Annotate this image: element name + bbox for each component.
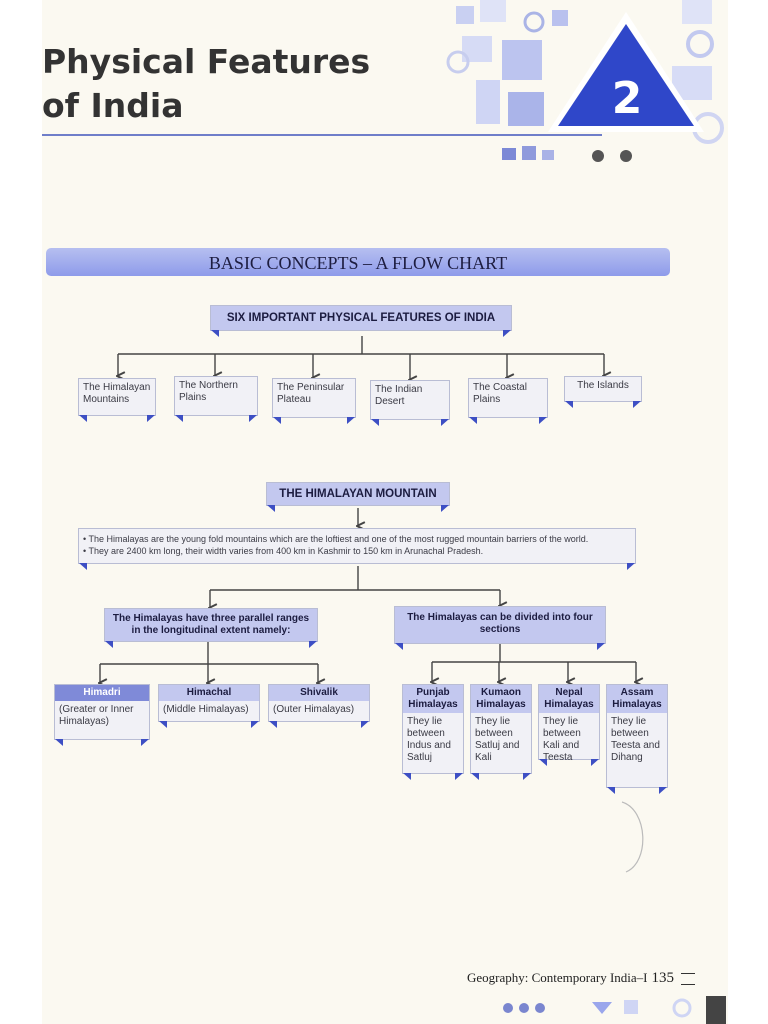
range-box: Himadri (Greater or Inner Himalayas) bbox=[54, 684, 150, 740]
fact-item: • The Himalayas are the young fold mount… bbox=[83, 533, 631, 545]
feature-box: The Northern Plains bbox=[174, 376, 258, 416]
features-title-box: SIX IMPORTANT PHYSICAL FEATURES OF INDIA bbox=[210, 305, 512, 331]
section-name: Kumaon Himalayas bbox=[471, 685, 531, 713]
feature-label: The Coastal Plains bbox=[469, 379, 547, 409]
range-name: Himachal bbox=[159, 685, 259, 701]
section-desc: They lie between Satluj and Kali bbox=[471, 713, 531, 767]
section-box: Punjab Himalayas They lie between Indus … bbox=[402, 684, 464, 774]
range-name: Himadri bbox=[55, 685, 149, 701]
range-box: Shivalik (Outer Himalayas) bbox=[268, 684, 370, 722]
fact-text: They are 2400 km long, their width varie… bbox=[89, 546, 484, 556]
fact-item: • They are 2400 km long, their width var… bbox=[83, 545, 631, 557]
menu-lines-icon bbox=[681, 973, 695, 985]
feature-label: The Himalayan Mountains bbox=[79, 379, 155, 409]
range-box: Himachal (Middle Himalayas) bbox=[158, 684, 260, 722]
himalaya-title: THE HIMALAYAN MOUNTAIN bbox=[267, 483, 449, 503]
footer-book-title: Geography: Contemporary India–I bbox=[467, 970, 648, 985]
section-box: Kumaon Himalayas They lie between Satluj… bbox=[470, 684, 532, 774]
section-name: Assam Himalayas bbox=[607, 685, 667, 713]
feature-label: The Islands bbox=[565, 377, 641, 395]
himalaya-facts-box: • The Himalayas are the young fold mount… bbox=[78, 528, 636, 564]
range-desc: (Outer Himalayas) bbox=[269, 701, 369, 719]
ranges-heading-box: The Himalayas have three parallel ranges… bbox=[104, 608, 318, 642]
features-title: SIX IMPORTANT PHYSICAL FEATURES OF INDIA bbox=[211, 306, 511, 327]
flow-connectors bbox=[42, 0, 728, 1024]
feature-box: The Indian Desert bbox=[370, 380, 450, 420]
ranges-heading: The Himalayas have three parallel ranges… bbox=[105, 609, 317, 640]
feature-box: The Coastal Plains bbox=[468, 378, 548, 418]
page-footer: Geography: Contemporary India–I 135 bbox=[467, 970, 695, 987]
feature-label: The Indian Desert bbox=[371, 381, 449, 411]
feature-label: The Northern Plains bbox=[175, 377, 257, 407]
feature-box: The Himalayan Mountains bbox=[78, 378, 156, 416]
sections-heading: The Himalayas can be divided into four s… bbox=[395, 607, 605, 639]
section-box: Nepal Himalayas They lie between Kali an… bbox=[538, 684, 600, 760]
section-desc: They lie between Indus and Satluj bbox=[403, 713, 463, 767]
textbook-page: 2 Physical Features of India BASIC CONCE… bbox=[42, 0, 728, 1024]
section-desc: They lie between Teesta and Dihang bbox=[607, 713, 667, 767]
feature-box: The Islands bbox=[564, 376, 642, 402]
range-name: Shivalik bbox=[269, 685, 369, 701]
range-desc: (Middle Himalayas) bbox=[159, 701, 259, 719]
feature-label: The Peninsular Plateau bbox=[273, 379, 355, 409]
section-box: Assam Himalayas They lie between Teesta … bbox=[606, 684, 668, 788]
page-number: 135 bbox=[652, 970, 675, 986]
section-desc: They lie between Kali and Teesta bbox=[539, 713, 599, 767]
section-name: Punjab Himalayas bbox=[403, 685, 463, 713]
feature-box: The Peninsular Plateau bbox=[272, 378, 356, 418]
range-desc: (Greater or Inner Himalayas) bbox=[55, 701, 149, 731]
sections-heading-box: The Himalayas can be divided into four s… bbox=[394, 606, 606, 644]
fact-text: The Himalayas are the young fold mountai… bbox=[89, 534, 589, 544]
section-name: Nepal Himalayas bbox=[539, 685, 599, 713]
himalaya-title-box: THE HIMALAYAN MOUNTAIN bbox=[266, 482, 450, 506]
footer-decoration bbox=[492, 990, 728, 1024]
